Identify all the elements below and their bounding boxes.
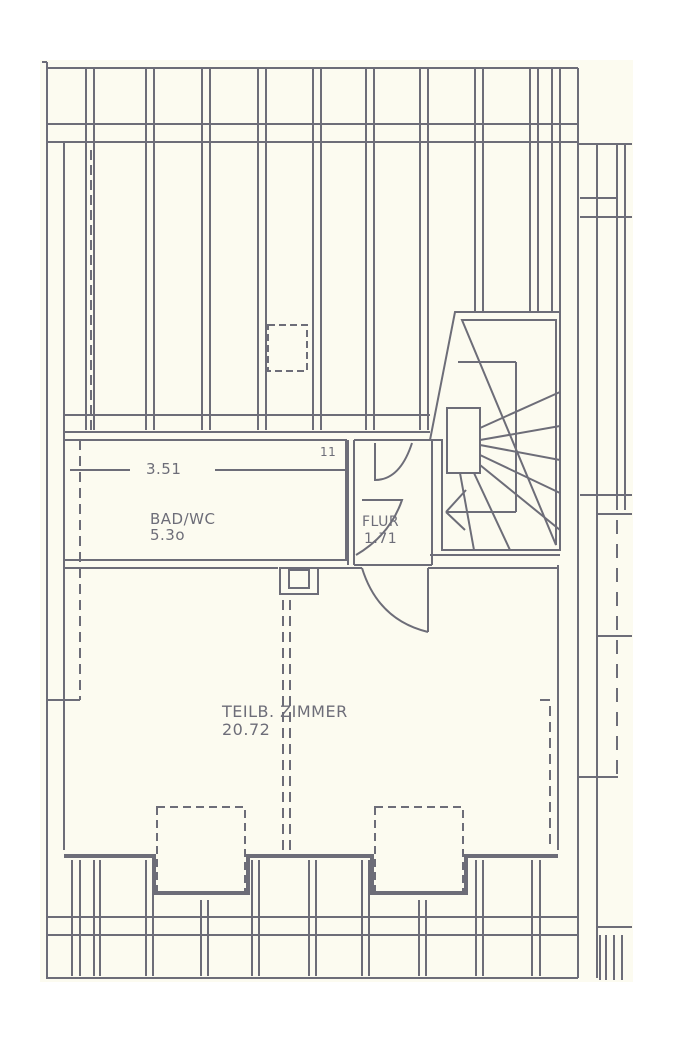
- room-door-swing: [361, 567, 429, 633]
- main-room-walls: [64, 565, 559, 850]
- room-name-zimmer: TEILB. ZIMMER: [222, 702, 348, 721]
- staircase: [428, 311, 561, 556]
- left-knee-wall: [47, 142, 92, 850]
- chimney-outline: [267, 324, 308, 372]
- bath-width-dimension: 3.51: [146, 460, 182, 478]
- room-area-zimmer: 20.72: [222, 720, 271, 739]
- room-area-bath: 5.3o: [150, 526, 186, 544]
- room-name-bath: BAD/WC: [150, 510, 216, 528]
- upper-room-wall: [64, 414, 430, 433]
- rafters-lower: [47, 860, 578, 976]
- rafters-upper: [85, 68, 561, 430]
- flur-door-swing: [355, 499, 404, 556]
- neighbor-strip: [578, 144, 632, 980]
- wall-mark-dimension: 11: [320, 445, 337, 459]
- outer-walls: [42, 61, 632, 979]
- bath-door-swing: [374, 442, 413, 482]
- drawing-paper: [40, 60, 633, 982]
- room-name-flur: FLUR: [362, 514, 400, 530]
- bathroom-walls: [63, 439, 355, 565]
- room-area-flur: 1.71: [364, 531, 398, 547]
